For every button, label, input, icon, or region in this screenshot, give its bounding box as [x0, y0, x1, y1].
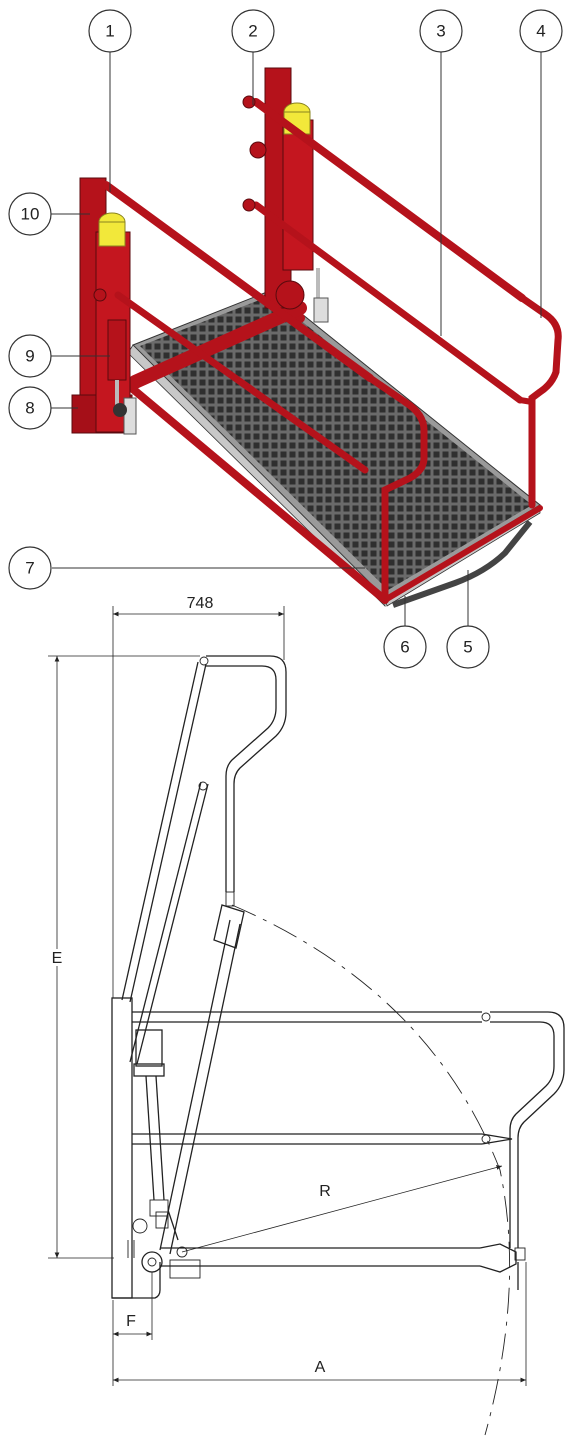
svg-text:2: 2: [248, 22, 257, 41]
left-post: [71, 177, 137, 435]
callout-9: 9: [8, 334, 52, 378]
callout-6: 6: [383, 625, 427, 669]
swing-arc: [231, 904, 511, 1436]
callout-1: 1: [88, 9, 132, 53]
callout-10: 10: [8, 192, 52, 236]
pivot-hardware: [127, 1211, 188, 1273]
svg-text:3: 3: [436, 22, 445, 41]
svg-text:7: 7: [25, 559, 34, 578]
svg-text:10: 10: [21, 205, 40, 224]
bumper-bar: [391, 520, 533, 608]
right-post: [264, 67, 329, 323]
width-dimension: 748: [112, 595, 285, 998]
side-elevation-view: R 748 E F A: [48, 595, 565, 1436]
radius-line: [181, 1165, 503, 1253]
offset-dimension-label: F: [126, 1313, 136, 1330]
callout-7: 7: [8, 546, 52, 590]
deployed-rails: [132, 1011, 565, 1248]
leader-lines: [50, 52, 542, 626]
overall-dimension-label: A: [315, 1359, 326, 1376]
svg-text:9: 9: [25, 347, 34, 366]
height-dimension-label: E: [52, 950, 63, 967]
offset-dimension: F: [113, 1272, 153, 1340]
svg-text:8: 8: [25, 399, 34, 418]
handrails: [93, 95, 562, 599]
folded-platform: [159, 904, 245, 1255]
svg-text:6: 6: [400, 638, 409, 657]
post-outline: [111, 997, 133, 1299]
svg-text:4: 4: [536, 22, 545, 41]
callout-5: 5: [446, 625, 490, 669]
callout-4: 4: [519, 9, 563, 53]
isometric-view: 1 2 3 4 5 6 7 8 9 10: [8, 9, 563, 669]
callout-3: 3: [419, 9, 463, 53]
overall-dimension: A: [112, 1262, 527, 1386]
height-dimension: E: [48, 655, 200, 1259]
callout-8: 8: [8, 386, 52, 430]
radius-label: R: [319, 1183, 331, 1200]
folded-rails: [121, 655, 287, 1065]
callout-2: 2: [231, 9, 275, 53]
width-dimension-value: 748: [187, 595, 214, 612]
svg-text:1: 1: [105, 22, 114, 41]
actuator-cylinder: [133, 1029, 179, 1241]
svg-text:5: 5: [463, 638, 472, 657]
deployed-platform: [160, 1243, 526, 1290]
